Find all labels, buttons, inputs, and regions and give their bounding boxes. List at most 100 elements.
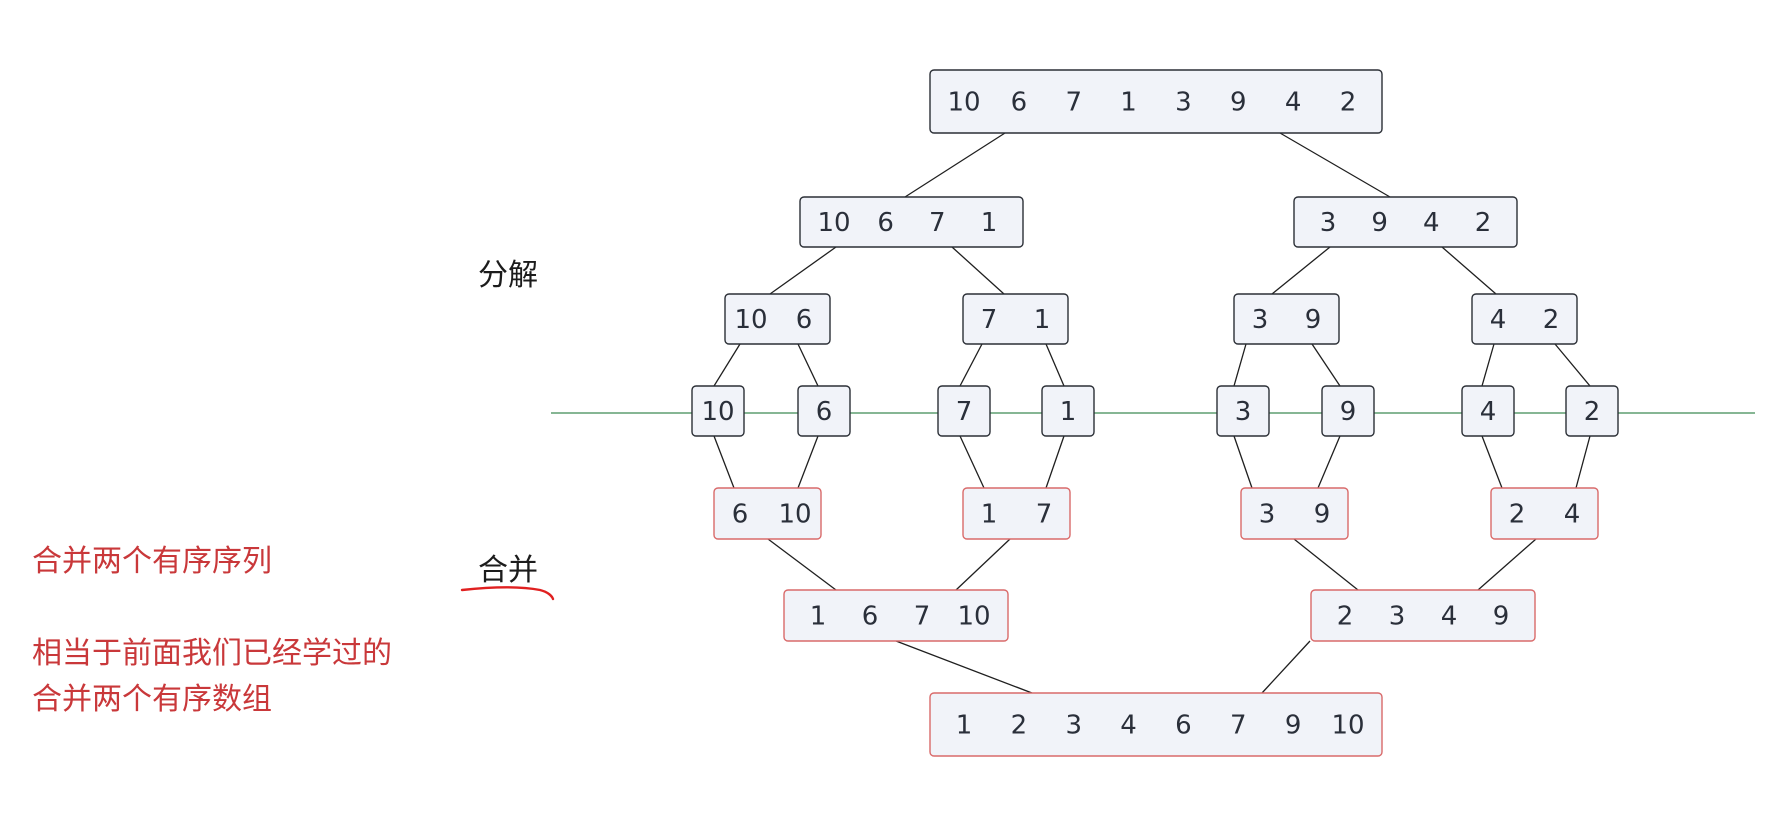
node-value: 7 xyxy=(1230,711,1247,741)
node-box xyxy=(1565,385,1619,437)
tree-edge-20 xyxy=(1481,435,1503,489)
node-box xyxy=(1461,385,1515,437)
tree-edge-21 xyxy=(1575,435,1591,489)
node-box xyxy=(797,385,851,437)
node-leaves-7: 2 xyxy=(1565,385,1619,437)
node-value: 1 xyxy=(1120,88,1137,118)
node-value: 3 xyxy=(1065,711,1082,741)
note-merge-sorted-arrays: 合并两个有序数组 xyxy=(32,682,272,717)
tree-edge-15 xyxy=(797,435,819,489)
node-box xyxy=(1490,487,1599,540)
node-value: 10 xyxy=(957,602,990,632)
tree-edge-4 xyxy=(1271,246,1331,295)
node-value: 9 xyxy=(1371,208,1388,238)
node-value: 3 xyxy=(1175,88,1192,118)
node-value: 6 xyxy=(877,208,894,238)
node-leaves-1: 6 xyxy=(797,385,851,437)
node-value: 6 xyxy=(796,305,813,335)
node-split-level-2-0: 10 6 xyxy=(724,293,831,345)
node-box xyxy=(691,385,745,437)
node-value: 6 xyxy=(732,500,749,530)
node-box xyxy=(783,589,1009,642)
node-box xyxy=(1293,196,1518,248)
tree-edge-16 xyxy=(959,435,985,489)
tree-edge-7 xyxy=(797,343,819,387)
tree-edge-24 xyxy=(1293,538,1359,591)
tree-edge-23 xyxy=(955,538,1011,591)
node-value: 3 xyxy=(1235,397,1252,427)
node-value: 1 xyxy=(956,711,973,741)
node-value: 4 xyxy=(1480,397,1497,427)
tree-edge-5 xyxy=(1441,246,1497,295)
note-merge-sorted-sequences: 合并两个有序序列 xyxy=(32,544,272,579)
node-value: 7 xyxy=(981,305,998,335)
tree-edge-1 xyxy=(1279,132,1391,198)
node-value: 1 xyxy=(810,602,827,632)
tree-edge-19 xyxy=(1317,435,1341,489)
node-value: 4 xyxy=(1441,602,1458,632)
tree-edge-27 xyxy=(1261,640,1311,694)
tree-edges xyxy=(713,132,1591,694)
node-value: 9 xyxy=(1305,305,1322,335)
node-box xyxy=(1216,385,1270,437)
node-leaves-6: 4 xyxy=(1461,385,1515,437)
tree-edge-14 xyxy=(713,435,735,489)
merge-label-underline xyxy=(460,586,555,601)
tree-edge-9 xyxy=(1045,343,1065,387)
node-value: 4 xyxy=(1120,711,1137,741)
node-box xyxy=(1310,589,1536,642)
node-leaves-2: 7 xyxy=(937,385,991,437)
node-box xyxy=(962,293,1069,345)
node-value: 2 xyxy=(1337,602,1354,632)
node-value: 4 xyxy=(1285,88,1302,118)
node-value: 1 xyxy=(1060,397,1077,427)
node-value: 2 xyxy=(1509,500,1526,530)
node-value: 7 xyxy=(1065,88,1082,118)
tree-edge-18 xyxy=(1233,435,1253,489)
node-value: 10 xyxy=(947,88,980,118)
node-value: 2 xyxy=(1543,305,1560,335)
node-value: 6 xyxy=(816,397,833,427)
node-box xyxy=(1233,293,1340,345)
node-value: 2 xyxy=(1340,88,1357,118)
tree-edge-10 xyxy=(1233,343,1247,387)
tree-edge-0 xyxy=(904,132,1006,198)
tree-edge-13 xyxy=(1554,343,1591,387)
node-merge-level-2-1: 2 3 4 9 xyxy=(1310,589,1536,642)
node-value: 7 xyxy=(1036,500,1053,530)
node-value: 2 xyxy=(1584,397,1601,427)
node-value: 3 xyxy=(1252,305,1269,335)
tree-edge-6 xyxy=(713,343,741,387)
node-box xyxy=(929,692,1383,757)
tree-edge-8 xyxy=(959,343,983,387)
node-value: 10 xyxy=(734,305,767,335)
node-value: 9 xyxy=(1340,397,1357,427)
node-leaves-5: 9 xyxy=(1321,385,1375,437)
node-value: 1 xyxy=(1034,305,1051,335)
node-value: 9 xyxy=(1493,602,1510,632)
note-like-previous-lesson: 相当于前面我们已经学过的 xyxy=(32,636,392,671)
node-value: 4 xyxy=(1423,208,1440,238)
node-value: 3 xyxy=(1389,602,1406,632)
split-stage-label: 分解 xyxy=(478,258,538,293)
node-value: 9 xyxy=(1285,711,1302,741)
node-value: 10 xyxy=(817,208,850,238)
node-value: 1 xyxy=(981,208,998,238)
node-box xyxy=(1041,385,1095,437)
node-value: 3 xyxy=(1259,500,1276,530)
node-value: 2 xyxy=(1475,208,1492,238)
node-value: 10 xyxy=(701,397,734,427)
